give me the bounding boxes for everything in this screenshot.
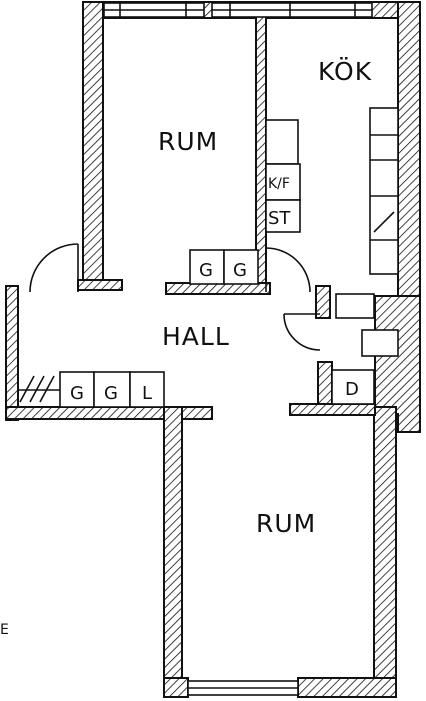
wall-right-kitchen xyxy=(397,1,421,299)
kitchen-sink-box xyxy=(335,293,375,319)
storage-g-upper-2 xyxy=(223,249,259,285)
wall-partition-rum-kok xyxy=(255,13,267,291)
door-hall-right xyxy=(283,313,321,351)
door-upper-room xyxy=(265,247,311,293)
wall-left-lower-room xyxy=(163,406,183,698)
storage-g-hall-2 xyxy=(93,371,131,408)
wall-stub-kitchen-door xyxy=(315,285,331,319)
storage-l-hall xyxy=(129,371,165,408)
wall-left-hall xyxy=(5,285,19,421)
stove-box xyxy=(265,199,301,233)
kitchen-cabinet-left xyxy=(265,119,299,165)
windows xyxy=(103,2,373,696)
storage-g-upper-1 xyxy=(189,249,225,285)
room-label-kok: KÖK xyxy=(318,57,372,86)
edge-mark: E xyxy=(0,622,9,638)
kitchen-counter-right xyxy=(369,107,399,275)
room-label-rum-bottom: RUM xyxy=(256,509,316,538)
storage-label-l-hall: L xyxy=(142,383,152,404)
room-label-hall: HALL xyxy=(162,322,230,351)
wall-left-upper-room xyxy=(82,1,104,287)
storage-label-g-upper-1: G xyxy=(199,260,213,281)
storage-label-d-closet: D xyxy=(345,379,359,400)
wall-bottom-left xyxy=(163,677,189,698)
wall-stub-left-door xyxy=(77,279,123,291)
kitchen-fixtures xyxy=(265,107,399,357)
storage-units xyxy=(18,249,375,408)
storage-label-g-hall-1: G xyxy=(70,383,84,404)
storage-d-closet xyxy=(331,369,375,405)
wall-stub-hall-right xyxy=(289,403,376,416)
wall-right-lower-room xyxy=(373,406,397,698)
wall-bottom-right xyxy=(297,677,397,698)
room-label-rum-top: RUM xyxy=(158,127,218,156)
closet-box xyxy=(361,329,399,357)
fixture-label-kf: K/F xyxy=(268,176,290,192)
fixture-label-st: ST xyxy=(268,208,291,229)
doors xyxy=(29,243,321,351)
storage-label-g-hall-2: G xyxy=(104,383,118,404)
storage-label-g-upper-2: G xyxy=(233,260,247,281)
door-left-hall xyxy=(29,243,79,293)
